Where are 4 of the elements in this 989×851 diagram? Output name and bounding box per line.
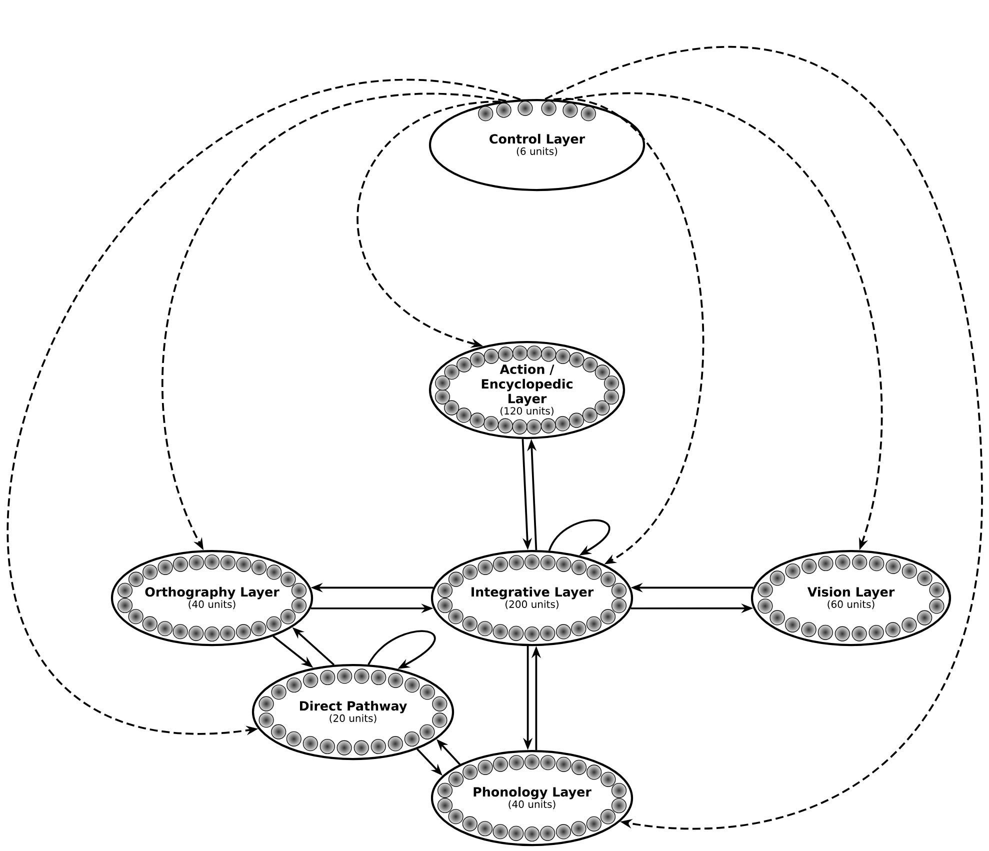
dashed-arrow	[553, 98, 704, 564]
dashed-arrow	[544, 47, 983, 830]
loop-arrow	[368, 630, 436, 669]
loop-arrow	[548, 519, 610, 556]
